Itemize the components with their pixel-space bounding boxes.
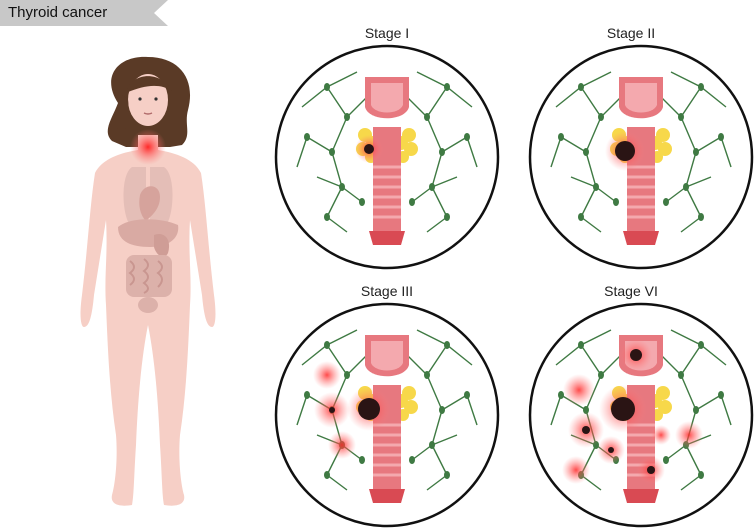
woman-body-illustration (80, 56, 216, 506)
stage-1-diagram (274, 44, 500, 270)
stage-4-label: Stage VI (604, 283, 658, 299)
tumor-icon (364, 144, 374, 154)
page-title: Thyroid cancer (8, 4, 108, 21)
stage-2-label: Stage II (606, 25, 656, 41)
lymph-node-icon (329, 407, 335, 413)
title-banner (0, 0, 168, 26)
stage-1-label: Stage I (364, 25, 410, 41)
thyroid-highlight-icon (130, 129, 166, 165)
tumor-icon (615, 141, 635, 161)
stage-2-diagram (528, 44, 754, 270)
stage-4-diagram (528, 302, 754, 528)
tumor-icon (358, 398, 380, 420)
stage-3-diagram (274, 302, 500, 528)
stage-3-label: Stage III (360, 283, 414, 299)
tumor-icon (611, 397, 635, 421)
